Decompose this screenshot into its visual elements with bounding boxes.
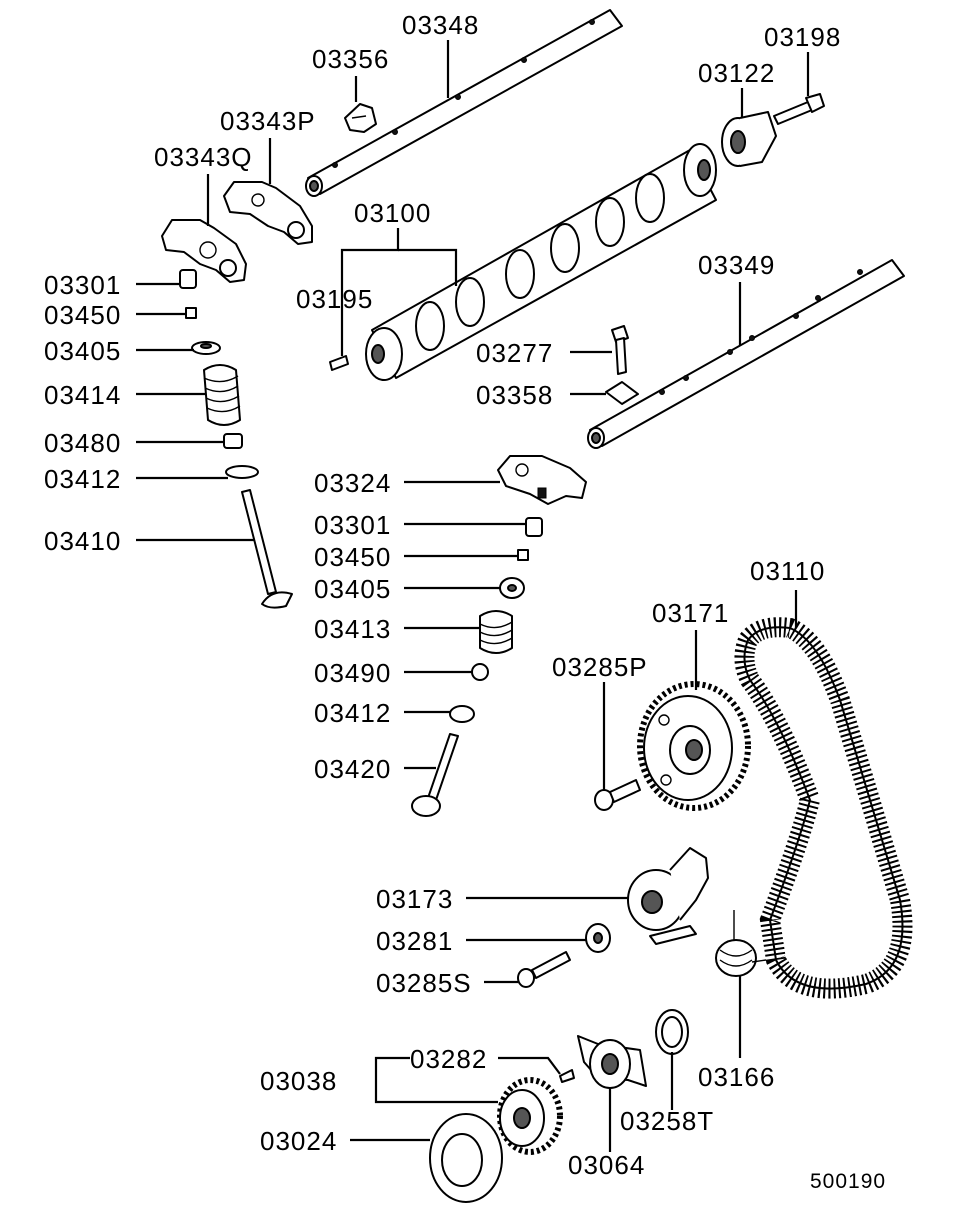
flange-03024 — [429, 1113, 503, 1203]
bolt-03285s — [517, 951, 571, 988]
label-03480: 03480 — [44, 428, 121, 458]
tensioner-spring — [715, 910, 767, 977]
label-03413: 03413 — [314, 614, 391, 644]
leader-lines — [136, 40, 810, 1152]
label-03122: 03122 — [698, 58, 775, 88]
label-03285p: 03285P — [552, 652, 648, 682]
retainer-03405-right — [499, 577, 525, 599]
label-03343p: 03343P — [220, 106, 316, 136]
label-03405-left: 03405 — [44, 336, 121, 366]
spring-03414 — [203, 364, 241, 426]
nut-03450-left — [185, 307, 197, 319]
nut-03450-right — [517, 549, 529, 561]
rocker-arm-q — [161, 219, 247, 283]
washer-03281 — [585, 923, 611, 953]
label-03412-left: 03412 — [44, 464, 121, 494]
rocker-arm-p — [223, 181, 313, 245]
rocker-shaft-upper — [305, 9, 623, 197]
label-03166: 03166 — [698, 1062, 775, 1092]
timing-belt — [734, 617, 913, 999]
valve-03420 — [411, 733, 459, 817]
label-03277: 03277 — [476, 338, 553, 368]
label-03301-right: 03301 — [314, 510, 391, 540]
label-03258t: 03258T — [620, 1106, 714, 1136]
shaft-clip — [344, 103, 377, 133]
label-03282: 03282 — [410, 1044, 487, 1074]
tensioner — [627, 847, 709, 945]
camshaft-sprocket — [637, 681, 751, 811]
label-03110: 03110 — [750, 556, 825, 586]
part-labels: 03348 03356 03198 03122 03343P 03343Q 03… — [44, 10, 886, 1193]
camshaft-seal-holder — [721, 111, 777, 167]
camshaft — [329, 143, 717, 381]
label-03100: 03100 — [354, 198, 431, 228]
seal-03490 — [471, 663, 489, 681]
key-03282 — [559, 1069, 575, 1083]
label-03348: 03348 — [402, 10, 479, 40]
rocker-shaft-lower — [587, 259, 905, 449]
plate-03258t — [655, 1009, 689, 1055]
label-03450-right: 03450 — [314, 542, 391, 572]
label-03356: 03356 — [312, 44, 389, 74]
seal-03480 — [223, 433, 243, 449]
label-03173: 03173 — [376, 884, 453, 914]
label-03420: 03420 — [314, 754, 391, 784]
bolt-03277 — [611, 325, 629, 375]
label-03349: 03349 — [698, 250, 775, 280]
label-03301-left: 03301 — [44, 270, 121, 300]
label-03195: 03195 — [296, 284, 373, 314]
label-03490: 03490 — [314, 658, 391, 688]
label-03171: 03171 — [652, 598, 729, 628]
label-03358: 03358 — [476, 380, 553, 410]
belt-guide-03064 — [577, 1035, 647, 1089]
label-03343q: 03343Q — [154, 142, 253, 172]
label-03405-right: 03405 — [314, 574, 391, 604]
reference-number: 500190 — [810, 1170, 886, 1193]
label-03414: 03414 — [44, 380, 121, 410]
retainer-03405-left — [191, 341, 221, 355]
seat-03412-left — [225, 465, 259, 479]
label-03412-right: 03412 — [314, 698, 391, 728]
bolt-03198 — [773, 93, 825, 125]
bolt-03285p — [594, 779, 641, 811]
clip-03358 — [605, 381, 639, 405]
valve-03410 — [241, 489, 293, 609]
label-03024: 03024 — [260, 1126, 337, 1156]
spring-03413 — [479, 610, 513, 654]
lash-adjuster-03301-right — [525, 517, 543, 537]
label-03285s: 03285S — [376, 968, 472, 998]
lash-adjuster-03301-left — [179, 269, 197, 289]
rocker-arm-03324 — [497, 455, 587, 505]
label-03410: 03410 — [44, 526, 121, 556]
label-03450-left: 03450 — [44, 300, 121, 330]
seat-03412-right — [449, 705, 475, 723]
label-03038: 03038 — [260, 1066, 337, 1096]
label-03281: 03281 — [376, 926, 453, 956]
label-03324: 03324 — [314, 468, 391, 498]
crank-sprocket — [497, 1077, 563, 1155]
label-03064: 03064 — [568, 1150, 645, 1180]
label-03198: 03198 — [764, 22, 841, 52]
